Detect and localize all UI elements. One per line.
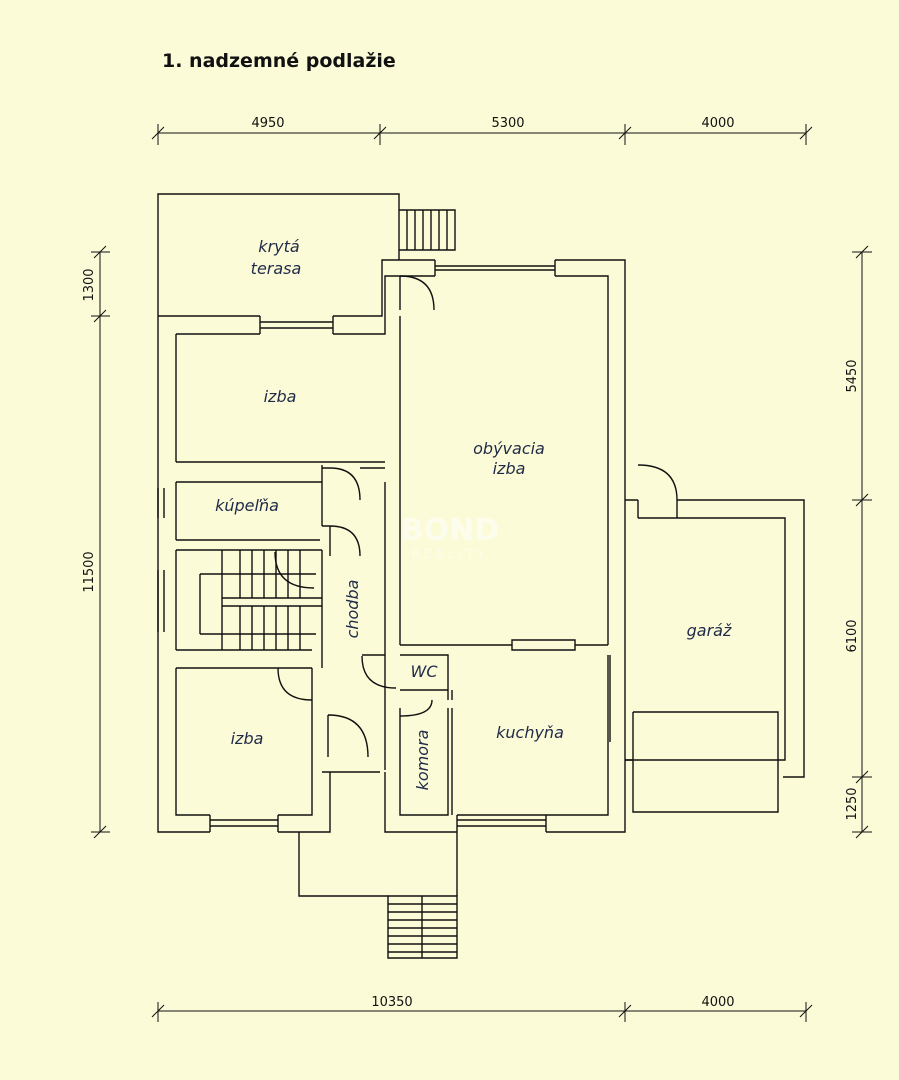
- dim-right-2: 6100: [845, 619, 860, 652]
- dim-left-2: 11500: [82, 551, 97, 592]
- dimension-ticks: [93, 126, 869, 1018]
- windows: [157, 260, 556, 832]
- room-label-wc: WC: [411, 662, 439, 681]
- house-inner-wall: [175, 275, 609, 816]
- dim-bottom-2: 4000: [701, 995, 734, 1010]
- garage-walls: [625, 500, 786, 813]
- outdoor-stairs: [387, 209, 458, 959]
- room-label-obyvacia: obývacia: [473, 439, 545, 458]
- staircase: [199, 550, 322, 650]
- kitchen-counter: [511, 639, 576, 651]
- room-label-izba-bottom: izba: [231, 729, 264, 748]
- dimension-lines: [91, 124, 872, 1022]
- door-swings: [274, 275, 678, 758]
- room-label-komora: komora: [413, 730, 432, 791]
- plan-title: 1. nadzemné podlažie: [162, 50, 396, 72]
- dim-bottom-1: 10350: [371, 995, 412, 1010]
- dim-top-3: 4000: [701, 116, 734, 131]
- dim-top-2: 5300: [491, 116, 524, 131]
- room-label-garaz: garáž: [687, 621, 732, 640]
- dim-right-3: 1250: [845, 787, 860, 820]
- dim-left-1: 1300: [82, 268, 97, 301]
- room-label-terasa: terasa: [251, 259, 302, 278]
- room-label-kuchyna: kuchyňa: [496, 723, 564, 742]
- watermark-brand: BOND: [401, 513, 499, 548]
- room-label-chodba: chodba: [343, 580, 362, 639]
- entrance-walkway: [298, 832, 458, 897]
- dim-right-1: 5450: [845, 359, 860, 392]
- room-label-obyvacia-izba: izba: [493, 459, 526, 478]
- terrace-outline: [157, 193, 400, 316]
- room-label-izba-top: izba: [264, 387, 297, 406]
- room-label-kupelna: kúpeľňa: [215, 496, 279, 515]
- partitions: [176, 316, 611, 816]
- watermark-sub: REALITY: [411, 547, 488, 561]
- dim-top-1: 4950: [251, 116, 284, 131]
- room-label-kryta: krytá: [258, 237, 300, 256]
